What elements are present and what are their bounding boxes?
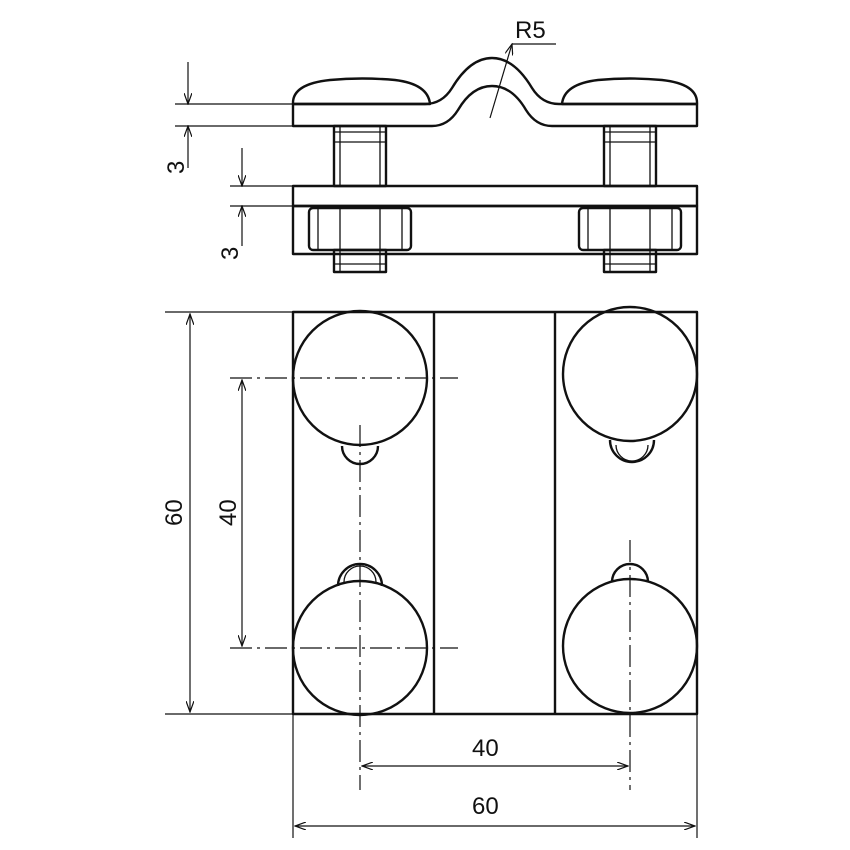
bolt-spacing-vertical-label: 40 bbox=[215, 499, 242, 526]
centerlines bbox=[230, 377, 631, 790]
right-screw-head bbox=[560, 77, 699, 106]
strap-thickness-label: 3 bbox=[163, 161, 190, 174]
strap-thickness-dimension: 3 bbox=[163, 62, 293, 174]
left-nut bbox=[307, 206, 413, 274]
right-bolt-shank bbox=[602, 124, 658, 188]
radius-label: R5 bbox=[515, 17, 546, 44]
overall-height-dimension: 60 bbox=[161, 311, 293, 715]
top-plate bbox=[291, 184, 699, 208]
clamp-strap bbox=[291, 56, 699, 128]
overall-width-label: 60 bbox=[472, 793, 499, 820]
lower-block bbox=[291, 204, 699, 256]
overall-width-dimension: 60 bbox=[292, 714, 698, 838]
plate-thickness-label: 3 bbox=[217, 247, 244, 260]
right-nut bbox=[577, 206, 683, 274]
overall-height-label: 60 bbox=[161, 499, 188, 526]
plan-outline bbox=[291, 310, 699, 716]
left-bolt-shank bbox=[332, 124, 388, 188]
hole-top-right bbox=[608, 439, 656, 464]
bolt-spacing-vertical-dimension: 40 bbox=[215, 380, 242, 646]
left-screw-head bbox=[291, 77, 432, 106]
bolt-spacing-horizontal-dimension: 40 bbox=[362, 735, 628, 766]
plate-thickness-dimension: 3 bbox=[217, 148, 293, 260]
side-view: R5 3 3 bbox=[163, 17, 699, 274]
top-view: 60 40 40 60 bbox=[161, 305, 699, 838]
bolt-head-top-right bbox=[561, 305, 699, 443]
radius-callout: R5 bbox=[489, 17, 556, 119]
hole-bottom-right bbox=[610, 562, 650, 583]
bolt-spacing-horizontal-label: 40 bbox=[472, 735, 499, 762]
